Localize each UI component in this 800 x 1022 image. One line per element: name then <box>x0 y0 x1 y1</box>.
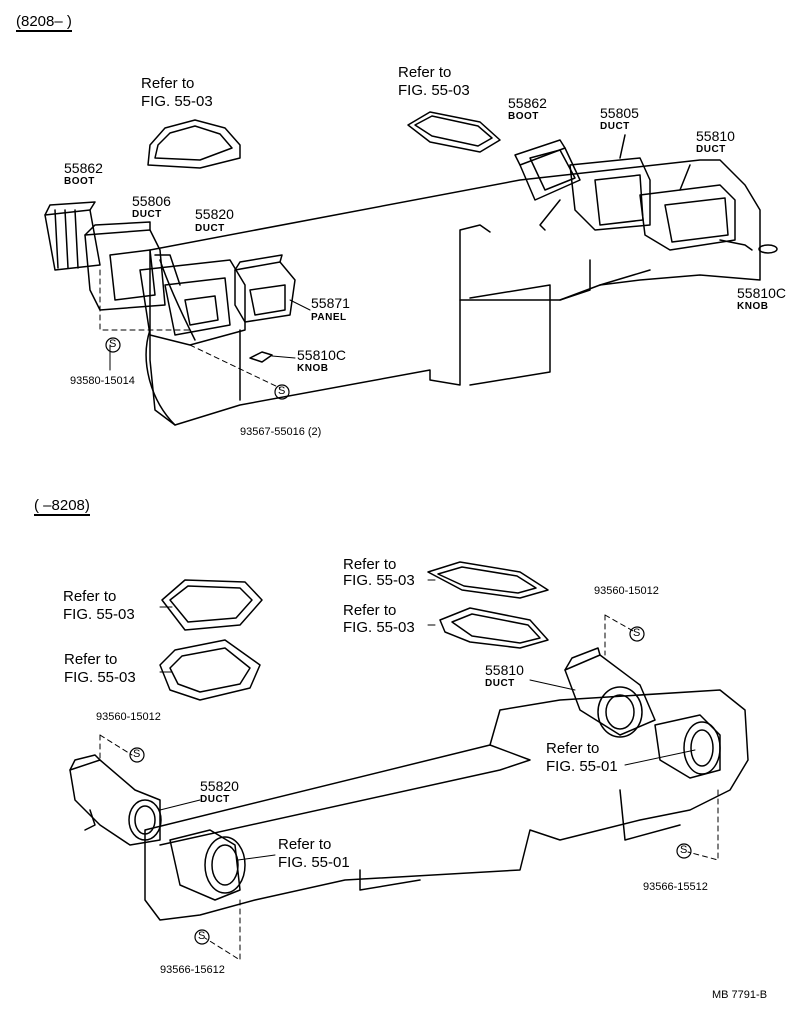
refer-lower-4b: FIG. 55-03 <box>343 619 415 636</box>
s-mark-5: S <box>198 930 206 942</box>
boot-refer-lower-right-2 <box>439 607 549 649</box>
s-mark-1: S <box>109 338 117 350</box>
part-93566-15512-right: 93566-15512 <box>643 881 708 893</box>
part-93567-55016: 93567-55016 (2) <box>240 426 322 438</box>
boot-refer-lower-left-1 <box>161 579 263 631</box>
s-mark-4: S <box>633 627 641 639</box>
part-55810c-left: 55810C <box>297 347 347 363</box>
part-55820-lower-name: DUCT <box>200 794 230 805</box>
boot-refer-topleft <box>147 119 241 169</box>
figure-code: MB 7791-B <box>712 989 768 1001</box>
part-55810c-right-name: KNOB <box>737 301 769 312</box>
duct-55805 <box>539 134 651 231</box>
refer-lower-1b: FIG. 55-03 <box>63 606 135 623</box>
refer-lower-4a: Refer to <box>343 602 397 619</box>
section-header-lower: ( –8208) <box>34 497 90 516</box>
knob-55810c-left <box>249 351 273 363</box>
part-93560-15012-right: 93560-15012 <box>594 585 659 597</box>
part-55862-left: 55862 <box>64 160 103 176</box>
s-mark-2: S <box>278 385 286 397</box>
boot-left-upper <box>44 201 101 271</box>
s-mark-6: S <box>680 844 688 856</box>
upper-dashboard-drawing <box>145 159 761 426</box>
part-93580-15014: 93580-15014 <box>70 375 135 387</box>
part-55810-name: DUCT <box>696 144 726 155</box>
refer-label-2a: Refer to <box>398 64 452 81</box>
refer-label-2b: FIG. 55-03 <box>398 82 470 99</box>
panel-55871 <box>234 254 296 323</box>
leader-lines-upper <box>99 254 761 389</box>
duct-55810-lower <box>564 647 656 738</box>
lower-dashboard-drawing <box>144 689 749 921</box>
duct-55820-lower <box>69 754 162 846</box>
boot-right-upper <box>514 139 581 201</box>
register-right-lower <box>654 714 721 779</box>
part-93566-15512-left: 93566-15612 <box>160 964 225 976</box>
refer-lower-3a: Refer to <box>343 556 397 573</box>
part-55871-name: PANEL <box>311 312 347 323</box>
part-55810c-left-name: KNOB <box>297 363 329 374</box>
refer-lower-6a: Refer to <box>278 836 332 853</box>
part-55810: 55810 <box>696 128 735 144</box>
leader-lines-lower <box>99 579 719 961</box>
part-55862-right-name: BOOT <box>508 111 539 122</box>
refer-lower-2a: Refer to <box>64 651 118 668</box>
s-mark-3: S <box>133 748 141 760</box>
part-55805-name: DUCT <box>600 121 630 132</box>
part-55820-lower: 55820 <box>200 778 239 794</box>
s-symbols-lower <box>129 626 692 945</box>
section-header-upper: (8208– ) <box>16 13 72 32</box>
refer-label-1a: Refer to <box>141 75 195 92</box>
duct-55806 <box>84 221 166 311</box>
s-symbols-upper <box>105 337 290 400</box>
boot-refer-topright <box>407 111 501 153</box>
refer-lower-6b: FIG. 55-01 <box>278 854 350 871</box>
refer-lower-3b: FIG. 55-03 <box>343 572 415 589</box>
refer-lower-5b: FIG. 55-01 <box>546 758 618 775</box>
part-55806-name: DUCT <box>132 209 162 220</box>
refer-lower-2b: FIG. 55-03 <box>64 669 136 686</box>
refer-lower-1a: Refer to <box>63 588 117 605</box>
boot-refer-lower-left-2 <box>159 639 261 701</box>
refer-label-1b: FIG. 55-03 <box>141 93 213 110</box>
part-55871: 55871 <box>311 295 350 311</box>
part-93560-15012-left: 93560-15012 <box>96 711 161 723</box>
duct-55810-upper <box>639 164 753 251</box>
duct-55820-upper <box>139 254 246 346</box>
part-55810-lower: 55810 <box>485 662 524 678</box>
part-55820-name: DUCT <box>195 223 225 234</box>
part-55810c-right: 55810C <box>737 285 787 301</box>
part-55862-right: 55862 <box>508 95 547 111</box>
refer-lower-5a: Refer to <box>546 740 600 757</box>
part-55806: 55806 <box>132 193 171 209</box>
knob-55810c-right <box>758 244 778 254</box>
part-55862-left-name: BOOT <box>64 176 95 187</box>
part-55820: 55820 <box>195 206 234 222</box>
part-55805: 55805 <box>600 105 639 121</box>
register-left-lower <box>169 829 246 901</box>
part-55810-lower-name: DUCT <box>485 678 515 689</box>
boot-refer-lower-right-1 <box>427 561 549 599</box>
